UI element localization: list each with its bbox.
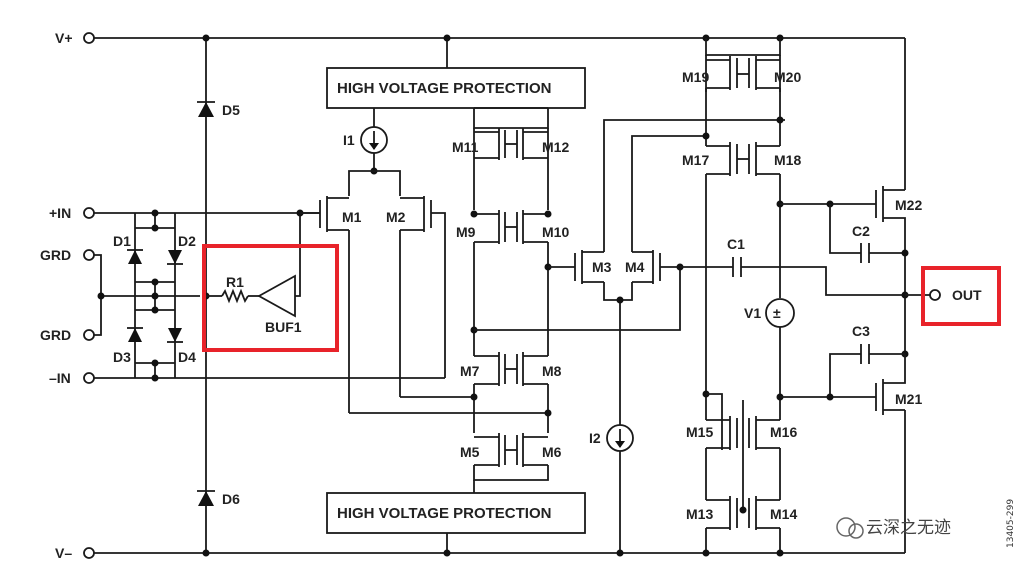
r1-label: R1 [226, 274, 244, 290]
m19-label: M19 [682, 69, 709, 85]
m18-label: M18 [774, 152, 801, 168]
c1-label: C1 [727, 236, 745, 252]
watermark-text: 云深之无迹 [866, 518, 951, 538]
m6-label: M6 [542, 444, 562, 460]
diode-d3: D3 [113, 327, 143, 365]
m15-label: M15 [686, 424, 713, 440]
pin-in-minus[interactable]: –IN [49, 370, 445, 386]
m13-label: M13 [686, 506, 713, 522]
m1-label: M1 [342, 209, 362, 225]
diode-d1: D1 [113, 233, 143, 264]
buffer-highlight-box [202, 244, 339, 352]
output-highlight-box [921, 266, 1001, 326]
figure-id: 13405-299 [1006, 499, 1016, 548]
diode-d2: D2 [167, 233, 196, 265]
diode-d4: D4 [167, 328, 196, 365]
m7-label: M7 [460, 363, 480, 379]
pin-in-plus-label: +IN [49, 205, 71, 221]
rail-vplus [94, 37, 906, 190]
output-bias-stack: M19 M20 M17 M18 ± V1 M15 M16 [682, 34, 801, 557]
guard-buffer-block: R1 BUF1 [202, 209, 339, 352]
input-pair-m1-m2: M1 M2 [300, 170, 446, 413]
pin-vminus[interactable]: V– [55, 545, 95, 561]
pin-vplus-label: V+ [55, 30, 73, 46]
i2-label: I2 [589, 430, 601, 446]
m21-label: M21 [895, 391, 922, 407]
cascode-stack: M11 M12 M9 M10 M7 M8 M5 M6 [349, 107, 569, 493]
d4-label: D4 [178, 349, 196, 365]
c2-label: C2 [852, 223, 870, 239]
d2-label: D2 [178, 233, 196, 249]
svg-text:±: ± [773, 305, 781, 321]
m5-label: M5 [460, 444, 480, 460]
wechat-icon [836, 517, 856, 537]
m4-label: M4 [625, 259, 645, 275]
diode-d5: D5 [197, 101, 240, 118]
m14-label: M14 [770, 506, 797, 522]
m3-label: M3 [592, 259, 612, 275]
hv-protection-top: HIGH VOLTAGE PROTECTION [326, 34, 586, 109]
d3-label: D3 [113, 349, 131, 365]
d1-label: D1 [113, 233, 131, 249]
rail-vminus [94, 410, 906, 554]
pin-grd-top-label: GRD [40, 247, 71, 263]
m8-label: M8 [542, 363, 562, 379]
m11-label: M11 [452, 139, 479, 155]
current-source-i2: I2 [589, 424, 634, 557]
watermark: 云深之无迹 [836, 517, 951, 539]
m20-label: M20 [774, 69, 801, 85]
diode-d6: D6 [197, 490, 240, 507]
i1-label: I1 [343, 132, 355, 148]
pin-in-plus[interactable]: +IN [49, 205, 320, 221]
pin-grd-top[interactable]: GRD [40, 247, 102, 336]
current-source-i1: I1 [343, 108, 388, 175]
m16-label: M16 [770, 424, 797, 440]
d5-label: D5 [222, 102, 240, 118]
hv-protection-bottom: HIGH VOLTAGE PROTECTION [326, 492, 586, 557]
output-stage: M22 C2 OUT C3 M21 [780, 186, 1001, 415]
pin-out[interactable] [929, 289, 941, 301]
pin-vplus[interactable]: V+ [55, 30, 95, 46]
v1-label: V1 [744, 305, 761, 321]
m17-label: M17 [682, 152, 709, 168]
m22-label: M22 [895, 197, 922, 213]
resistor-r1 [221, 288, 249, 304]
m2-label: M2 [386, 209, 406, 225]
m12-label: M12 [542, 139, 569, 155]
d6-label: D6 [222, 491, 240, 507]
pin-grd-bottom[interactable]: GRD [40, 327, 95, 343]
pin-vminus-label: V– [55, 545, 72, 561]
hv-top-label: HIGH VOLTAGE PROTECTION [337, 80, 551, 97]
capacitor-c1: C1 [680, 236, 905, 296]
hv-bottom-label: HIGH VOLTAGE PROTECTION [337, 505, 551, 522]
m9-label: M9 [456, 224, 476, 240]
buffer-triangle [257, 274, 296, 318]
pin-in-minus-label: –IN [49, 370, 71, 386]
pair-m3-m4: M3 M4 [474, 119, 785, 425]
buf1-label: BUF1 [265, 319, 302, 335]
c3-label: C3 [852, 323, 870, 339]
pin-out-label: OUT [952, 287, 982, 303]
pin-grd-bottom-label: GRD [40, 327, 71, 343]
m10-label: M10 [542, 224, 569, 240]
diode-bridge: D1 D2 D3 D4 [113, 209, 196, 382]
